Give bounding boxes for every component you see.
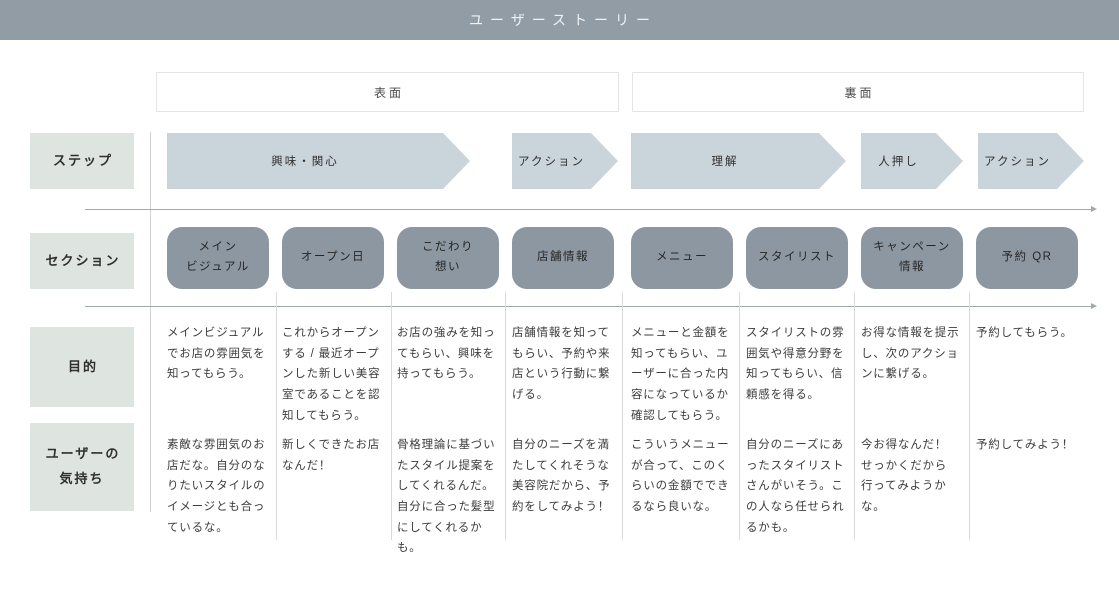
column-divider [854, 292, 855, 540]
step-arrow-action-1: アクション [512, 133, 618, 189]
timeline-arrow-bottom [85, 302, 1097, 309]
purpose-cell: これからオープンする / 最近オープンした新しい美容室であることを認知してもらう… [282, 327, 381, 422]
feeling-cell: 予約してみよう！ [976, 439, 1075, 451]
section-pill-open-date: オープン日 [282, 227, 384, 289]
feeling-cell: 自分のニーズにあったスタイリストさんがいそう。この人なら任せられるかも。 [746, 439, 845, 534]
timeline-arrow-top [85, 205, 1097, 212]
section-pill-campaign: キャンペーン 情報 [861, 227, 963, 289]
feeling-cell: 骨格理論に基づいたスタイル提案をしてくれるんだ。自分に合った髪型にしてくれるかも… [397, 439, 496, 555]
purpose-cell: お店の強みを知ってもらい、興味を持ってもらう。 [397, 327, 496, 381]
label-column-divider [150, 132, 151, 512]
row-label-step: ステップ [30, 133, 134, 189]
phase-front-label: 表面 [373, 85, 404, 100]
page-title: ユーザーストーリー [468, 12, 658, 28]
step-arrow-understand: 理解 [631, 133, 846, 189]
arrowhead-icon [1091, 205, 1097, 212]
row-label-section: セクション [30, 233, 134, 289]
purpose-cell: 店舗情報を知ってもらい、予約や来店という行動に繋げる。 [512, 327, 611, 402]
column-divider [969, 292, 970, 540]
section-pill-menu: メニュー [631, 227, 733, 289]
phase-header-front: 表面 [156, 72, 619, 112]
feeling-cell: 今お得なんだ！ せっかくだから 行ってみようかな。 [861, 439, 948, 514]
row-label-feeling: ユーザーの 気持ち [30, 423, 134, 511]
purpose-cell: 予約してもらう。 [976, 327, 1073, 339]
purpose-cell: お得な情報を提示し、次のアクションに繋げる。 [861, 327, 960, 381]
row-label-purpose: 目的 [30, 327, 134, 407]
feeling-cell: 新しくできたお店なんだ！ [282, 439, 381, 472]
step-arrow-interest: 興味・関心 [167, 133, 470, 189]
phase-back-label: 裏面 [844, 85, 875, 100]
feeling-cell: 自分のニーズを満たしてくれそうな美容院だから、予約をしてみよう！ [512, 439, 611, 514]
column-divider [622, 292, 623, 540]
column-divider [276, 292, 277, 540]
purpose-cell: メインビジュアルでお店の雰囲気を知ってもらう。 [167, 327, 266, 381]
column-divider [739, 292, 740, 540]
feeling-cell: 素敵な雰囲気のお店だな。自分のなりたいスタイルのイメージとも合っているな。 [167, 439, 266, 534]
column-divider [391, 292, 392, 540]
section-pill-reserve-qr: 予約 QR [976, 227, 1078, 289]
purpose-cell: メニューと金額を知ってもらい、ユーザーに合った内容になっているか確認してもらう。 [631, 327, 730, 422]
purpose-cell: スタイリストの雰囲気や得意分野を知ってもらい、信頼感を得る。 [746, 327, 845, 402]
column-divider [505, 292, 506, 540]
section-pill-commitment: こだわり 想い [397, 227, 499, 289]
app-header: ユーザーストーリー [0, 0, 1119, 40]
section-pill-main-visual: メイン ビジュアル [167, 227, 269, 289]
step-arrow-push: 人押し [861, 133, 963, 189]
step-arrow-action-2: アクション [978, 133, 1084, 189]
section-pill-stylist: スタイリスト [746, 227, 848, 289]
feeling-cell: こういうメニューが合って、このくらいの金額でできるなら良いな。 [631, 439, 730, 514]
arrowhead-icon [1091, 302, 1097, 309]
section-pill-shop-info: 店舗情報 [512, 227, 614, 289]
phase-header-back: 裏面 [632, 72, 1084, 112]
